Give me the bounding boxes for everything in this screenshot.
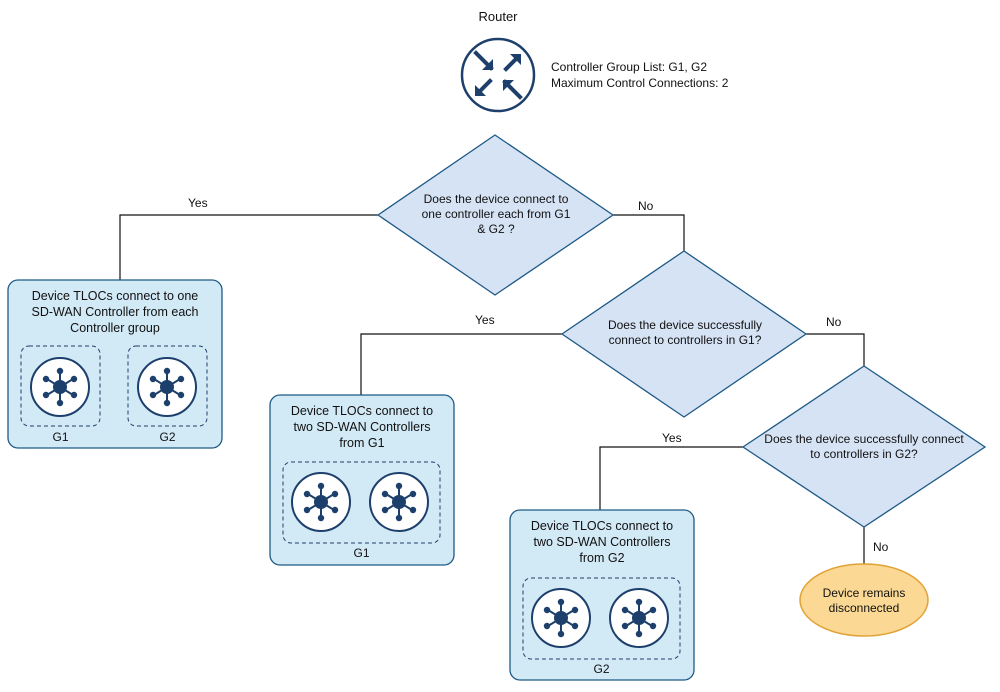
- edge-d2-yes: [360, 333, 562, 395]
- decision-1: [376, 134, 615, 296]
- group-frame-g2: [127, 345, 208, 427]
- edge-d2-no: [806, 333, 865, 366]
- group-label-g1: G1: [52, 430, 69, 444]
- connector-lines: [119, 214, 865, 564]
- controller-hub-icon: [137, 357, 197, 417]
- edge-label-no-1: No: [638, 199, 654, 213]
- edge-d3-yes: [599, 446, 743, 510]
- group-frame-g1: [20, 345, 101, 427]
- controller-hub-icon: [531, 588, 591, 648]
- group-frame-g2-pair: [522, 577, 681, 660]
- router: [460, 37, 536, 113]
- router-title: Router: [478, 9, 518, 24]
- router-icon: [460, 37, 536, 113]
- decision-1-text: Does the device connect to one controlle…: [421, 192, 571, 236]
- decision-2: [560, 250, 808, 418]
- outcome-1-text: Device TLOCs connect to one SD-WAN Contr…: [31, 289, 199, 335]
- edge-d1-no: [613, 214, 685, 251]
- group-label-g1-pair: G1: [353, 546, 370, 560]
- controller-hub-icon: [30, 357, 90, 417]
- edge-label-yes-2: Yes: [475, 313, 495, 327]
- group-frame-g1-pair: [282, 461, 441, 544]
- decision-2-text: Does the device successfully connect to …: [607, 318, 763, 347]
- edge-label-yes-3: Yes: [662, 431, 682, 445]
- decision-3: [741, 365, 987, 528]
- group-label-g2-pair: G2: [593, 662, 610, 676]
- outcome-2-text: Device TLOCs connect to two SD-WAN Contr…: [290, 404, 434, 450]
- decision-3-text: Does the device successfully connect to …: [764, 432, 964, 461]
- controller-hub-icon: [291, 472, 351, 532]
- controller-hub-icon: [369, 472, 429, 532]
- outcome-3-text: Device TLOCs connect to two SD-WAN Contr…: [530, 519, 674, 565]
- router-info-line-1: Controller Group List: G1, G2: [551, 60, 708, 74]
- group-label-g2: G2: [159, 430, 176, 444]
- edge-label-no-2: No: [826, 315, 842, 329]
- edge-label-no-3: No: [873, 540, 889, 554]
- edge-label-yes-1: Yes: [188, 196, 208, 210]
- terminal-node: [799, 563, 929, 637]
- edge-d1-yes: [119, 214, 378, 280]
- terminal-text: Device remains disconnected: [822, 586, 906, 615]
- router-info-line-2: Maximum Control Connections: 2: [551, 76, 729, 90]
- controller-hub-icon: [609, 588, 669, 648]
